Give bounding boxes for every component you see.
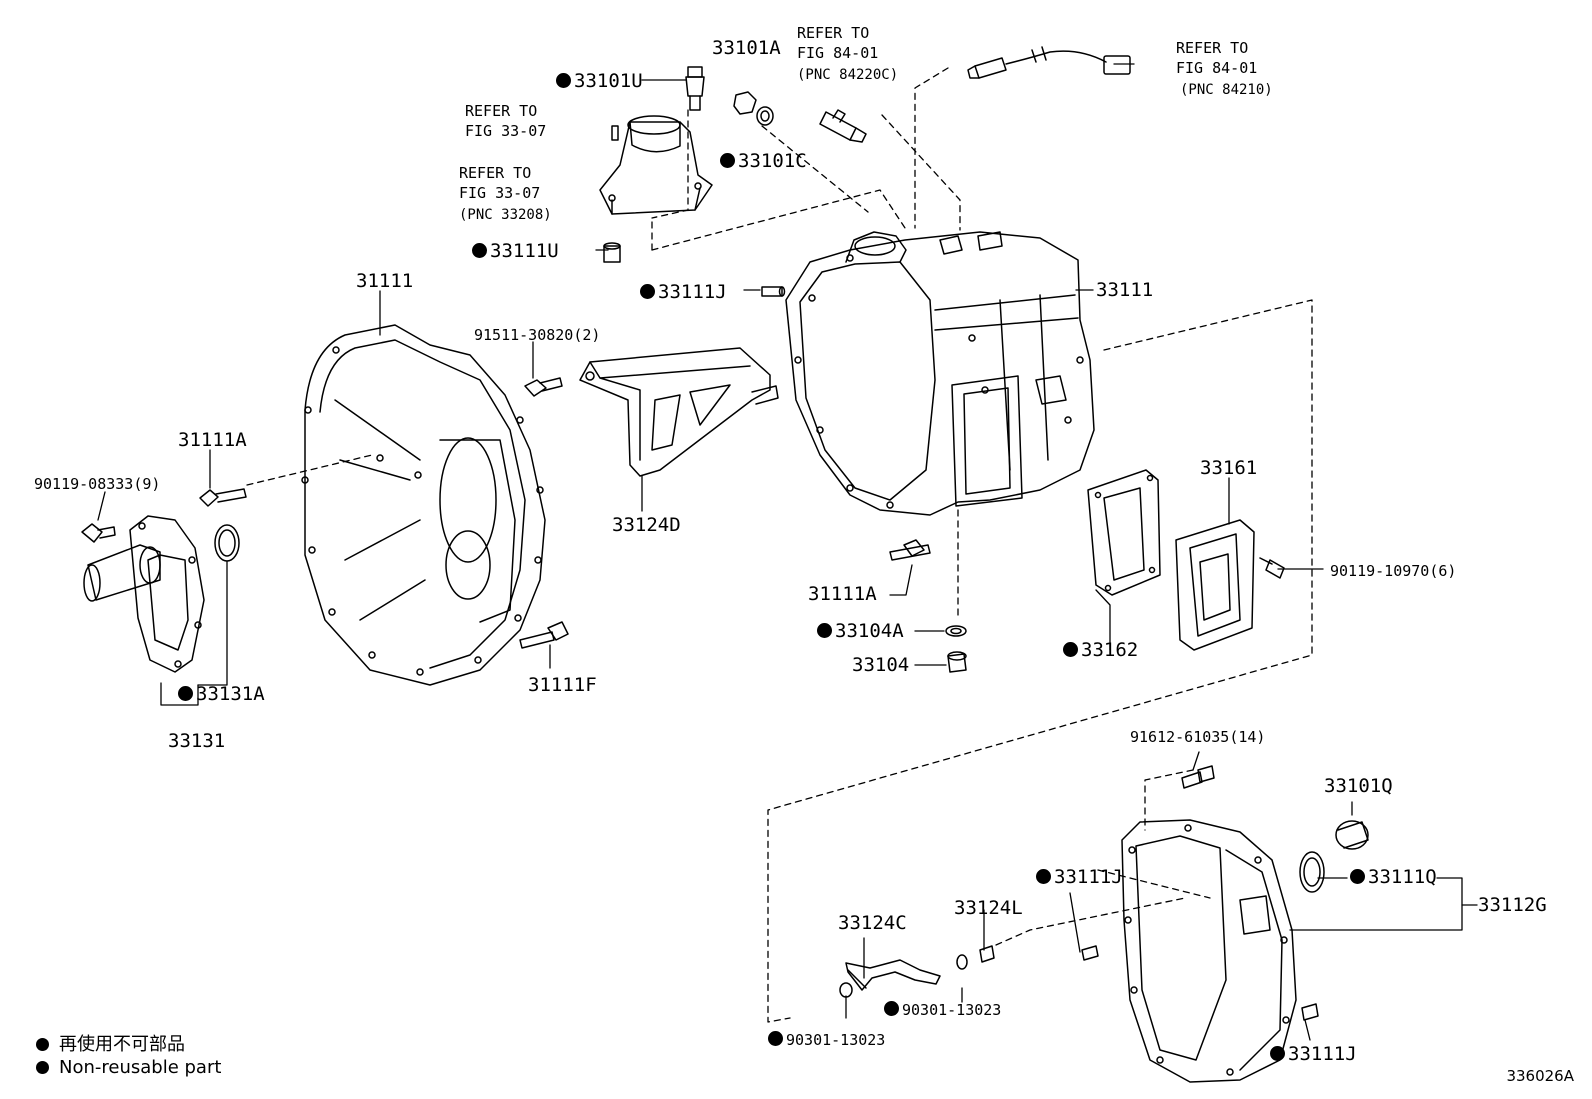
shift-lever-retainer <box>599 115 713 215</box>
gasket-33101C <box>756 106 774 126</box>
label-33131: 33131 <box>168 730 226 752</box>
label-33111U: 33111U <box>472 241 559 261</box>
label-31111: 31111 <box>356 270 414 292</box>
label-33101Q: 33101Q <box>1324 775 1393 797</box>
refer-d-pnc: (PNC 84210) <box>1180 82 1273 98</box>
label-33111: 33111 <box>1096 279 1154 301</box>
breather-cap-33101A <box>733 91 757 115</box>
lever-33124C <box>845 959 941 991</box>
seal-33131A <box>214 524 240 562</box>
bolt-90119-08333 <box>81 523 116 543</box>
label-33111J-bottom: 33111J <box>1270 1044 1357 1064</box>
label-33101C: 33101C <box>720 151 807 171</box>
gasket-33104A <box>945 625 967 637</box>
gasket-33162 <box>1087 469 1161 596</box>
label-90301-13023-a: 90301-13023 <box>768 1030 885 1050</box>
label-33101U: 33101U <box>556 71 643 91</box>
label-91612: 91612-61035(14) <box>1130 728 1266 746</box>
assembly-dashed-lines <box>246 67 1313 1023</box>
label-33124D: 33124D <box>612 514 681 536</box>
transmission-case-33111 <box>785 231 1095 516</box>
bracket-33124D <box>579 347 779 477</box>
label-33111J-top: 33111J <box>640 282 727 302</box>
pin-33111J-bottom <box>1301 1003 1319 1021</box>
bolt-91612 <box>1181 765 1215 789</box>
label-33101A: 33101A <box>712 37 781 59</box>
pin-33111J-mid <box>1081 945 1099 961</box>
label-33124L: 33124L <box>954 897 1023 919</box>
label-33104: 33104 <box>852 654 910 676</box>
refer-b-line1: REFER TO <box>459 164 532 182</box>
refer-d-line1: REFER TO <box>1176 39 1249 57</box>
refer-a-line1: REFER TO <box>465 102 538 120</box>
drain-plug-33104 <box>947 651 967 673</box>
label-33111Q: 33111Q <box>1350 867 1437 887</box>
bolt-31111A-left <box>199 488 247 507</box>
plug-33101Q <box>1335 820 1369 850</box>
legend-item-jp: 再使用不可部品 <box>36 1030 185 1056</box>
refer-c-line1: REFER TO <box>797 24 870 42</box>
label-33161: 33161 <box>1200 457 1258 479</box>
label-90119-08333: 90119-08333(9) <box>34 475 161 493</box>
refer-c-pnc: (PNC 84220C) <box>797 67 899 83</box>
bearing-retainer-33131 <box>83 515 205 673</box>
extension-housing-33112G <box>1121 819 1297 1083</box>
refer-a-line2: FIG 33-07 <box>465 122 547 140</box>
label-33162: 33162 <box>1063 640 1138 660</box>
figure-id: 336026A <box>1506 1067 1574 1085</box>
refer-d-line2: FIG 84-01 <box>1176 59 1258 77</box>
label-31111A-mid: 31111A <box>808 583 877 605</box>
bolt-31111F <box>519 621 569 649</box>
non-reusable-dot <box>556 73 571 88</box>
bolt-90119-10970 <box>1259 557 1285 579</box>
snap-ring-a <box>839 982 853 998</box>
label-31111F: 31111F <box>528 674 597 696</box>
refer-b-line2: FIG 33-07 <box>459 184 541 202</box>
label-33131A: 33131A <box>178 684 265 704</box>
seal-33111Q <box>1299 851 1325 893</box>
bolt-31111A-mid <box>889 539 931 561</box>
bolt-91511 <box>524 377 563 397</box>
refer-c-line2: FIG 84-01 <box>797 44 879 62</box>
label-91511: 91511-30820(2) <box>474 326 601 344</box>
cover-33161 <box>1175 519 1255 651</box>
label-33104A: 33104A <box>817 621 904 641</box>
legend-dot <box>36 1061 49 1074</box>
refer-b-pnc: (PNC 33208) <box>459 207 552 223</box>
label-90301-13023-b: 90301-13023 <box>884 1000 1001 1020</box>
label-90119-10970: 90119-10970(6) <box>1330 562 1457 580</box>
legend-dot <box>36 1038 49 1051</box>
plug-33111U <box>603 242 621 263</box>
label-33124C: 33124C <box>838 912 907 934</box>
clutch-housing-31111 <box>301 324 546 686</box>
speed-sensor <box>819 109 867 143</box>
label-31111A-left: 31111A <box>178 429 247 451</box>
legend-item-en: Non-reusable part <box>36 1057 221 1078</box>
clip-33124L <box>979 945 995 963</box>
label-33111J-mid: 33111J <box>1036 867 1123 887</box>
pin-33111J-top <box>761 286 786 297</box>
label-33112G: 33112G <box>1478 894 1547 916</box>
sensor-with-cable <box>967 46 1131 79</box>
breather-plug-33101U <box>685 66 705 111</box>
snap-ring-b <box>956 954 968 970</box>
